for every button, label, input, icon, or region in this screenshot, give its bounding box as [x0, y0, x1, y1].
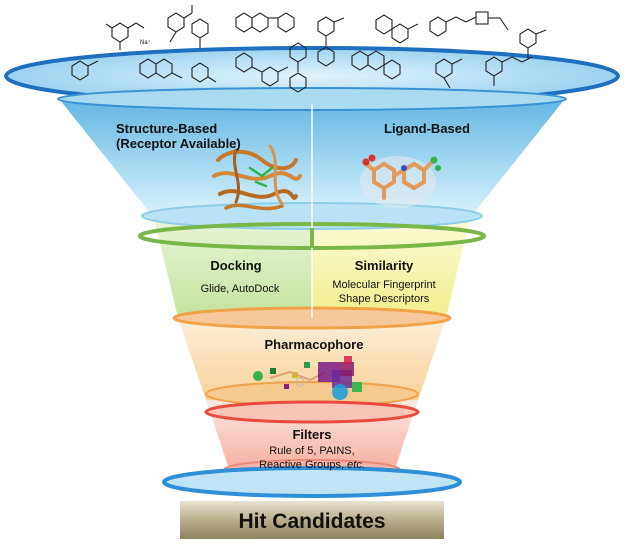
docking-title: Docking [210, 258, 261, 273]
similarity-line1: Molecular Fingerprint [332, 279, 435, 291]
hit-candidates-banner: Hit Candidates [180, 501, 444, 539]
molecule-8-icon [139, 58, 183, 79]
similarity-line2: Shape Descriptors [339, 293, 430, 305]
molecule-9-icon [235, 52, 289, 87]
red-ring [204, 400, 420, 424]
bottom-disk [162, 466, 462, 498]
molecule-sketches [71, 5, 547, 93]
pharmacophore-model-icon [253, 356, 362, 400]
protein-structure-icon [212, 144, 302, 211]
pharmacophore-title: Pharmacophore [265, 337, 364, 352]
filters-line2-main: Reactive Groups, [259, 459, 347, 471]
molecule-7-icon [519, 28, 547, 58]
molecule-1-icon [105, 22, 145, 50]
molecule-3-icon [235, 12, 295, 33]
similarity-title: Similarity [355, 258, 414, 273]
tier-pharmacophore [178, 318, 446, 400]
molecule-15-icon [191, 62, 217, 83]
sodium-annotation: Na⁺ [140, 39, 151, 46]
molecule-6-icon [429, 11, 509, 37]
labels: Structure-Based (Receptor Available) Lig… [116, 121, 470, 471]
filters-title: Filters [292, 427, 331, 442]
filters-line2: Reactive Groups, etc. [259, 459, 365, 471]
molecule-13-icon [485, 56, 533, 86]
structure-based-title: Structure-Based [116, 121, 217, 136]
molecule-14-icon [71, 60, 99, 81]
molecule-4-icon [317, 16, 345, 67]
molecule-11-icon [351, 50, 401, 80]
molecule-2-icon [167, 5, 209, 48]
molecule-12-icon [435, 58, 463, 89]
hit-candidates-label: Hit Candidates [238, 510, 385, 533]
filters-line1: Rule of 5, PAINS, [269, 445, 354, 457]
structure-based-subtitle: (Receptor Available) [116, 136, 241, 151]
filters-line2-italic: etc. [347, 459, 365, 471]
molecule-5-icon [375, 14, 419, 44]
docking-tools: Glide, AutoDock [201, 283, 280, 295]
ligand-based-title: Ligand-Based [384, 121, 470, 136]
ligand-3d-structure-icon [360, 154, 441, 208]
molecule-10-icon [289, 42, 307, 93]
